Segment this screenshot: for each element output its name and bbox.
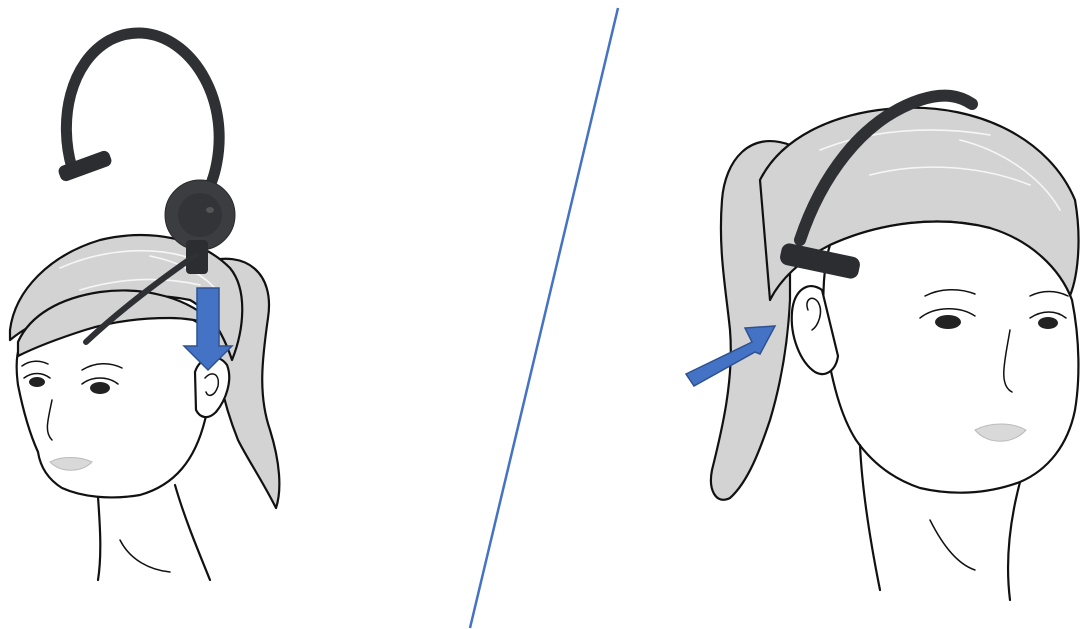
right-face bbox=[823, 222, 1078, 493]
panel-divider bbox=[470, 8, 618, 628]
left-panel bbox=[10, 33, 279, 580]
right-panel bbox=[686, 96, 1079, 600]
